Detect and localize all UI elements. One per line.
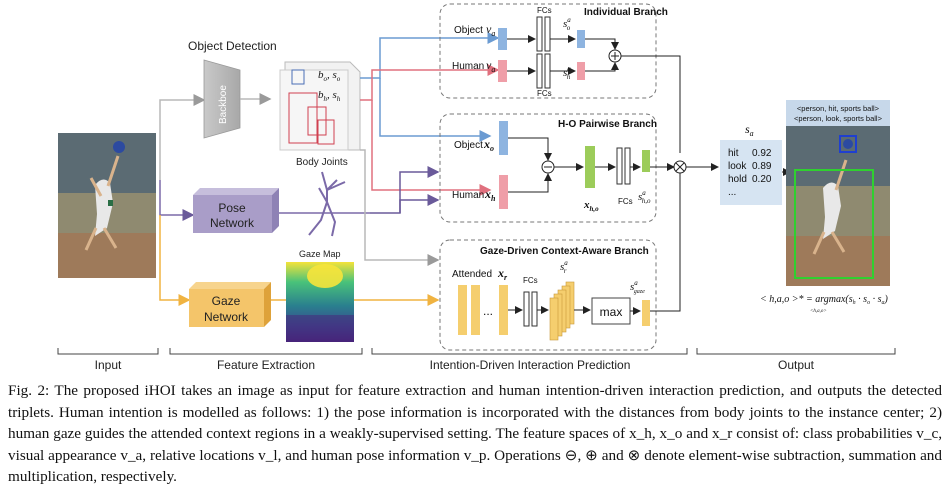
section-feature-extraction: Feature Extraction: [217, 358, 315, 372]
detection-feature-block: bo, so bh, sh: [279, 61, 361, 151]
fcs-object: [536, 16, 551, 52]
svg-text:FCs: FCs: [618, 197, 633, 206]
svg-text:xr: xr: [497, 266, 508, 282]
score-box: [720, 140, 782, 205]
context-branch-title: Gaze-Driven Context-Aware Branch: [480, 246, 649, 257]
svg-text:sah,o: sah,o: [638, 189, 651, 205]
arrow-pose-to-pairwise: [370, 166, 440, 214]
object-label-xo: Object: [454, 140, 483, 151]
score-list: hit 0.92 look 0.89 hold 0.20...: [728, 148, 772, 198]
gaze-network-label: Gaze: [212, 294, 241, 308]
section-output: Output: [778, 358, 815, 372]
attended-feature-bars: [458, 285, 508, 335]
arrow-sum-to-multiply: [621, 55, 681, 153]
caption-text: Fig. 2: The proposed iHOI takes an image…: [8, 382, 942, 485]
backbone-block: Backboe: [203, 59, 241, 139]
svg-text:Network: Network: [204, 310, 249, 324]
svg-text:sah: sah: [563, 65, 571, 81]
output-image: [786, 126, 890, 286]
xo-feature-bar: [499, 121, 508, 155]
human-feature-bar: [498, 60, 507, 82]
arrow-det-to-human-va: [360, 64, 500, 101]
svg-text:FCs: FCs: [523, 276, 538, 285]
backbone-label: Backboe: [218, 85, 229, 124]
triplet-2: <person, look, sports ball>: [794, 114, 883, 123]
sho-score-bar: [642, 150, 650, 172]
arrow-det-to-human-xh: [371, 100, 492, 196]
svg-text:...: ...: [483, 304, 493, 318]
object-detection-label: Object Detection: [188, 39, 277, 53]
svg-text:sa: sa: [745, 122, 754, 138]
triplet-banner: [786, 100, 890, 126]
svg-text:FCs: FCs: [537, 6, 552, 15]
arrow-det-to-object-va: [360, 32, 500, 79]
svg-text:<h,a,o>: <h,a,o>: [810, 309, 827, 314]
svg-text:max: max: [600, 305, 623, 319]
xh-feature-bar: [499, 175, 508, 209]
arrow-det-to-object-xo: [379, 78, 492, 142]
human-label-xh: Human: [452, 190, 484, 201]
section-brackets: [57, 348, 896, 355]
arrow-input-to-gaze: [159, 215, 191, 306]
arrow-input-to-backbone: [159, 94, 206, 180]
attended-label: Attended: [452, 269, 492, 280]
arrow-det-to-context: [360, 149, 440, 266]
pose-network-label: Pose: [218, 201, 246, 215]
svg-text:FCs: FCs: [537, 89, 552, 98]
gaze-network-block: Gaze Network: [189, 282, 271, 327]
section-input: Input: [95, 358, 122, 372]
body-joints-label: Body Joints: [296, 157, 348, 168]
object-score-bar: [577, 30, 585, 48]
figure-caption: Fig. 2: The proposed iHOI takes an image…: [8, 380, 942, 488]
argmax-formula: < h,a,o >* = argmax(sh · so · sa): [760, 294, 888, 306]
svg-text:xo: xo: [483, 137, 494, 153]
svg-text:va: va: [486, 22, 495, 38]
pose-network-block: Pose Network: [193, 188, 279, 233]
score-value: 0.89: [752, 161, 772, 172]
pairwise-branch-box: [439, 113, 657, 223]
score-verb: ...: [728, 187, 736, 198]
fcs-pairwise: [616, 147, 631, 185]
arrow-input-to-pose: [159, 180, 195, 221]
object-bbox: [839, 135, 857, 153]
svg-text:Network: Network: [210, 216, 255, 230]
skeleton-icon: [308, 171, 346, 237]
object-feature-bar: [498, 28, 507, 50]
xho-feature-bar: [585, 146, 595, 188]
score-verb: hold: [728, 174, 747, 185]
pairwise-branch-title: H-O Pairwise Branch: [558, 119, 657, 130]
score-verb: hit: [728, 148, 739, 159]
svg-text:sao: sao: [563, 16, 571, 32]
sgaze-score-bar: [642, 300, 650, 326]
object-label-va: Object: [454, 25, 483, 36]
score-value: 0.92: [752, 148, 772, 159]
ball-icon: [113, 141, 125, 153]
svg-text:sar: sar: [560, 259, 568, 275]
svg-text:va: va: [486, 58, 495, 74]
score-verb: look: [728, 161, 747, 172]
gaze-map-label: Gaze Map: [299, 249, 341, 259]
human-bbox: [794, 169, 874, 279]
individual-branch-title: Individual Branch: [584, 7, 668, 18]
individual-branch-box: [439, 3, 657, 99]
max-pool-block: [591, 297, 631, 325]
gaze-map: [286, 262, 354, 342]
arrow-gaze-to-multiply: [650, 173, 681, 312]
context-score-stack: [549, 281, 575, 341]
fcs-context: [523, 291, 538, 327]
svg-text:xh: xh: [484, 187, 496, 203]
human-label-va: Human: [452, 61, 484, 72]
context-branch-box: [439, 239, 657, 351]
fcs-human: [536, 53, 551, 89]
triplet-1: <person, hit, sports ball>: [797, 104, 880, 113]
score-value: 0.20: [752, 174, 772, 185]
diagram-canvas: Object Detection Backboe bo, so bh, sh B…: [57, 3, 896, 372]
input-image: [58, 133, 156, 278]
human-score-bar: [577, 62, 585, 80]
section-intention: Intention-Driven Interaction Prediction: [430, 358, 631, 372]
svg-text:xh,o: xh,o: [583, 199, 599, 213]
